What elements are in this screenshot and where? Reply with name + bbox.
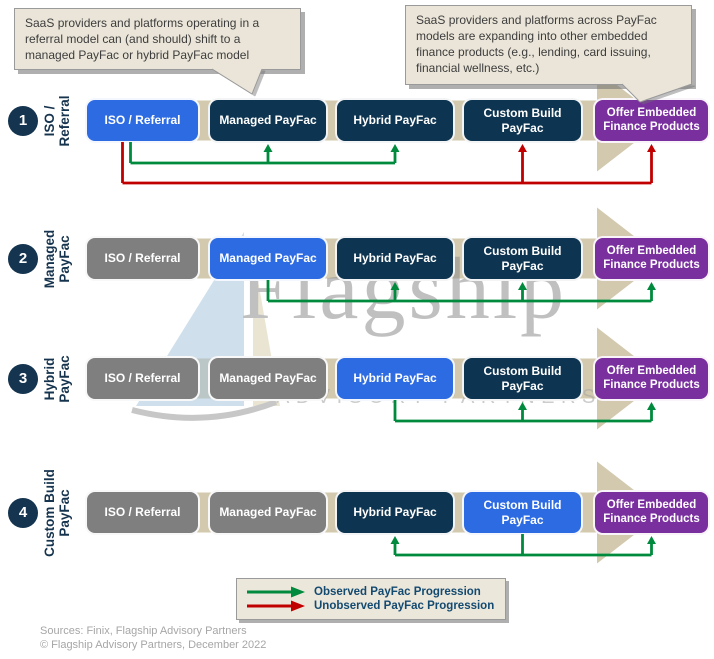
row2-offer-embedded-finance-products-box: Offer Embedded Finance Products [593,236,710,281]
row1-unobserved-arrow [121,142,653,185]
row3-label: Hybrid PayFac [41,354,72,403]
legend-item-unobserved: Unobserved PayFac Progression [245,600,497,612]
row2-observed-arrow [266,280,653,303]
row1-custom-build-payfac-box: Custom Build PayFac [462,98,583,143]
row4-number-badge: 4 [8,497,38,528]
observed-arrow-icon [247,586,305,598]
row4-iso-referral-box: ISO / Referral [85,490,200,535]
row1-number-badge: 1 [8,105,38,136]
row2-custom-build-payfac-box: Custom Build PayFac [462,236,583,281]
row4-label: Custom Build PayFac [41,468,72,557]
row2-hybrid-payfac-box: Hybrid PayFac [335,236,455,281]
row3-offer-embedded-finance-products-box: Offer Embedded Finance Products [593,356,710,401]
row1-iso-referral-box: ISO / Referral [85,98,200,143]
row4-offer-embedded-finance-products-box: Offer Embedded Finance Products [593,490,710,535]
callout-left-tail [212,68,262,94]
row3-hybrid-payfac-box: Hybrid PayFac [335,356,455,401]
row4-hybrid-payfac-box: Hybrid PayFac [335,490,455,535]
row1-unobserved-arrowhead [647,144,656,152]
row2-managed-payfac-box: Managed PayFac [208,236,328,281]
row2-observed-arrowhead [390,282,400,290]
row1-observed-arrowhead [263,144,273,152]
row4-managed-payfac-box: Managed PayFac [208,490,328,535]
row2-iso-referral-box: ISO / Referral [85,236,200,281]
callout-embedded-expansion: SaaS providers and platforms across PayF… [405,5,692,85]
row1-managed-payfac-box: Managed PayFac [208,98,328,143]
row1-observed-arrowhead [390,144,400,152]
legend-label: Observed PayFac Progression [314,586,481,598]
row3-iso-referral-box: ISO / Referral [85,356,200,401]
footer-sources: Sources: Finix, Flagship Advisory Partne… [40,625,247,637]
row4-custom-build-payfac-box: Custom Build PayFac [462,490,583,535]
row3-observed-arrowhead [518,402,527,410]
row4-observed-arrow [393,534,653,557]
row3-observed-arrow [393,400,653,423]
unobserved-arrow-icon [247,600,305,612]
row4-observed-arrowhead [390,536,400,544]
row4-observed-arrowhead [647,536,656,544]
row3-observed-arrowhead [647,402,656,410]
legend-label: Unobserved PayFac Progression [314,600,495,612]
callout-referral-shift: SaaS providers and platforms operating i… [14,8,301,70]
row3-managed-payfac-box: Managed PayFac [208,356,328,401]
row1-hybrid-payfac-box: Hybrid PayFac [335,98,455,143]
row2-label: Managed PayFac [41,229,72,288]
row1-observed-arrow [129,142,397,165]
row1-offer-embedded-finance-products-box: Offer Embedded Finance Products [593,98,710,143]
row2-number-badge: 2 [8,243,38,274]
row1-unobserved-arrowhead [518,144,527,152]
row3-number-badge: 3 [8,363,38,394]
row2-observed-arrowhead [647,282,656,290]
footer-copyright: © Flagship Advisory Partners, December 2… [40,639,267,652]
row2-observed-arrowhead [518,282,527,290]
row3-custom-build-payfac-box: Custom Build PayFac [462,356,583,401]
legend-item-observed: Observed PayFac Progression [245,586,497,598]
footer: Sources: Finix, Flagship Advisory Partne… [40,624,266,653]
row1-label: ISO / Referral [41,94,72,147]
